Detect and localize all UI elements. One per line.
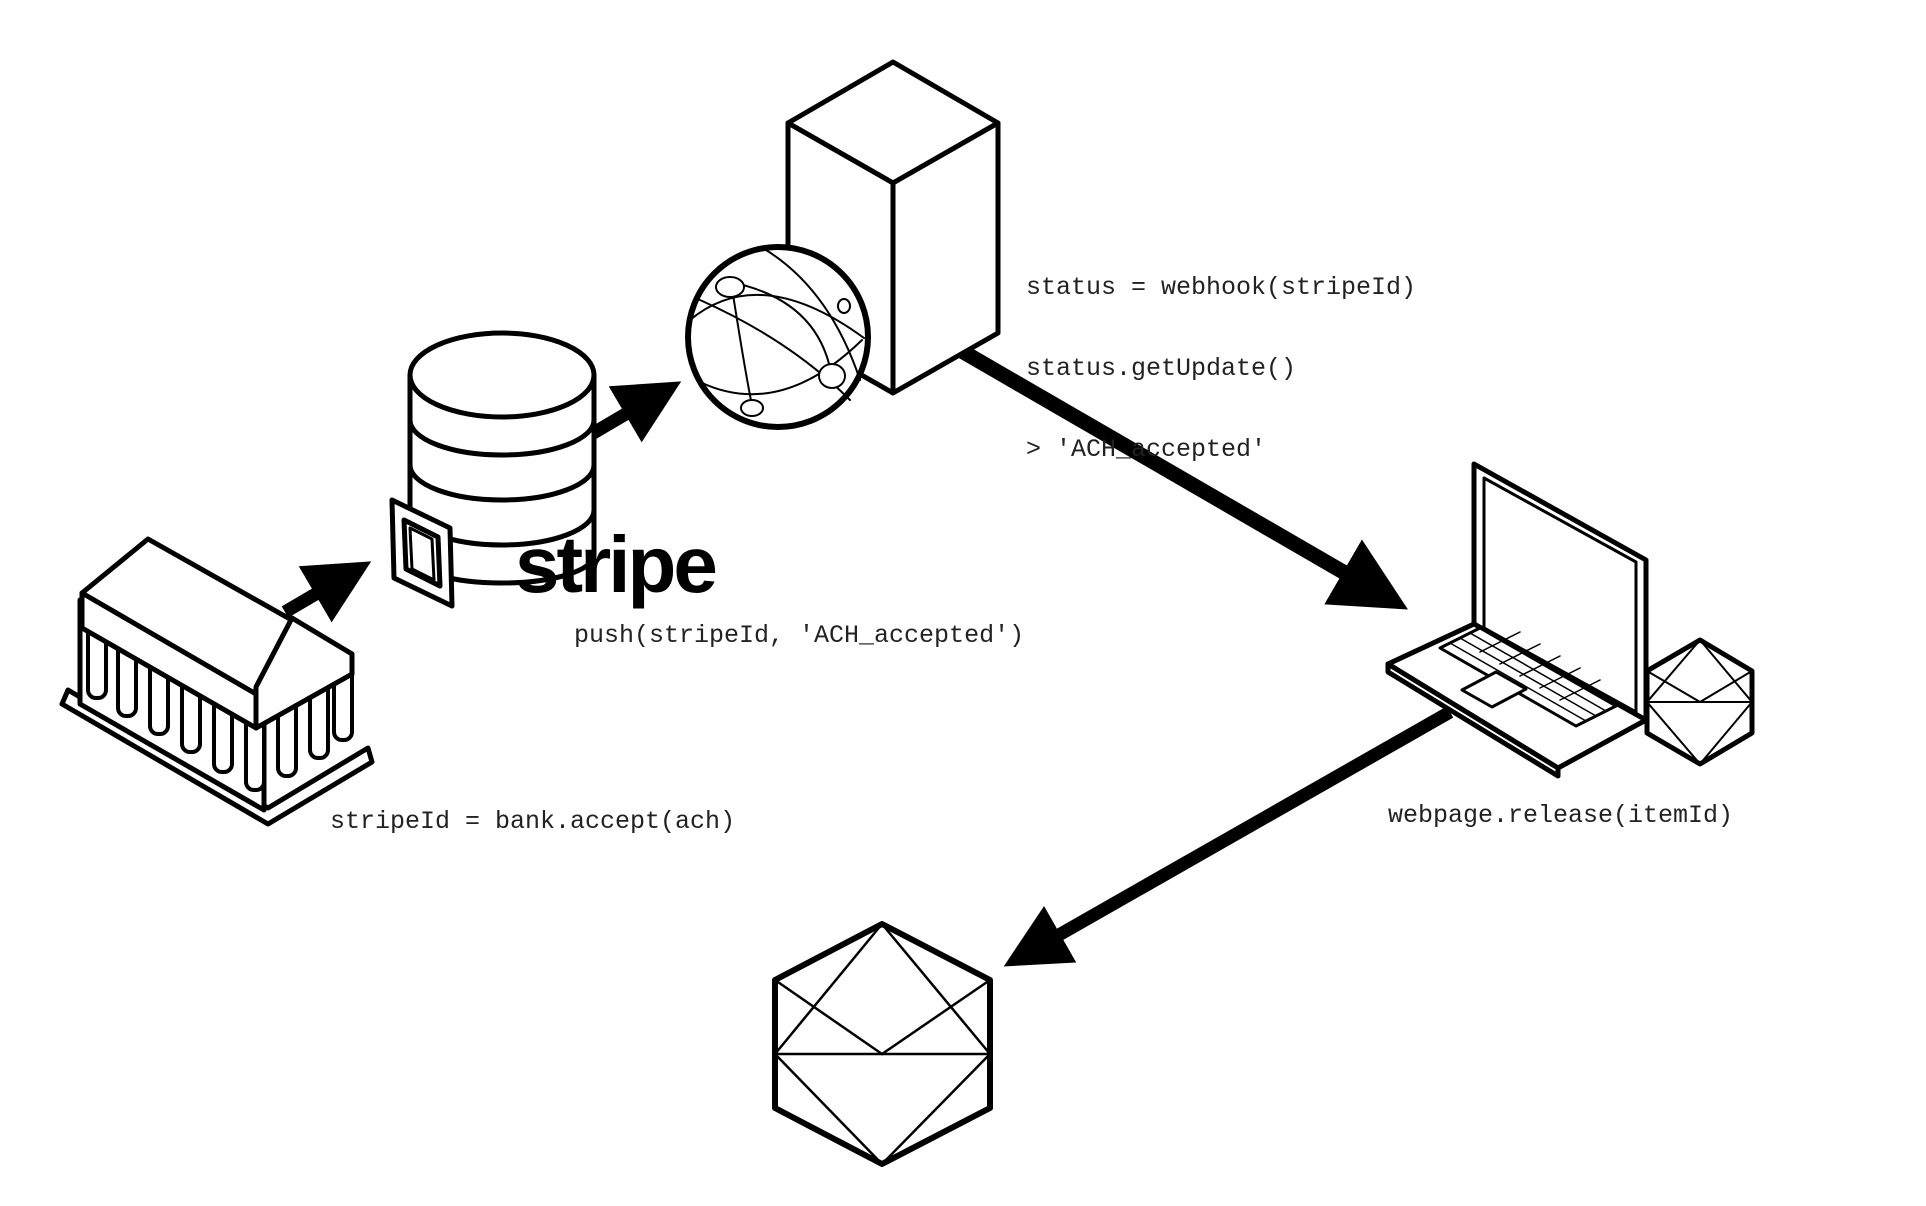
arrow-server-to-laptop: [956, 343, 1408, 610]
arrow-stripe-to-globe: [586, 381, 682, 443]
item-hexagon-icon: [772, 921, 993, 1167]
laptop-label: webpage.release(itemId): [1388, 801, 1734, 830]
arrow-laptop-to-item: [1003, 706, 1454, 967]
laptop-icon: [1385, 461, 1649, 779]
chip-icon: [389, 497, 455, 609]
stripe-logo: stripe: [515, 520, 718, 609]
small-hexagon-icon: [1644, 637, 1755, 767]
bank-icon: [59, 536, 375, 827]
server-label-line-3: > 'ACH_accepted': [1026, 435, 1267, 464]
server-label-line-2: status.getUpdate(): [1026, 354, 1297, 383]
server-label-line-1: status = webhook(stripeId): [1026, 273, 1417, 302]
globe-icon: [685, 244, 871, 430]
bank-label: stripeId = bank.accept(ach): [330, 807, 736, 836]
server-label: status = webhook(stripeId) status.getUpd…: [1026, 220, 1416, 490]
arrow-bank-to-stripe: [281, 561, 372, 623]
database-icon: [407, 330, 597, 586]
stripe-label: push(stripeId, 'ACH_accepted'): [574, 621, 1025, 650]
